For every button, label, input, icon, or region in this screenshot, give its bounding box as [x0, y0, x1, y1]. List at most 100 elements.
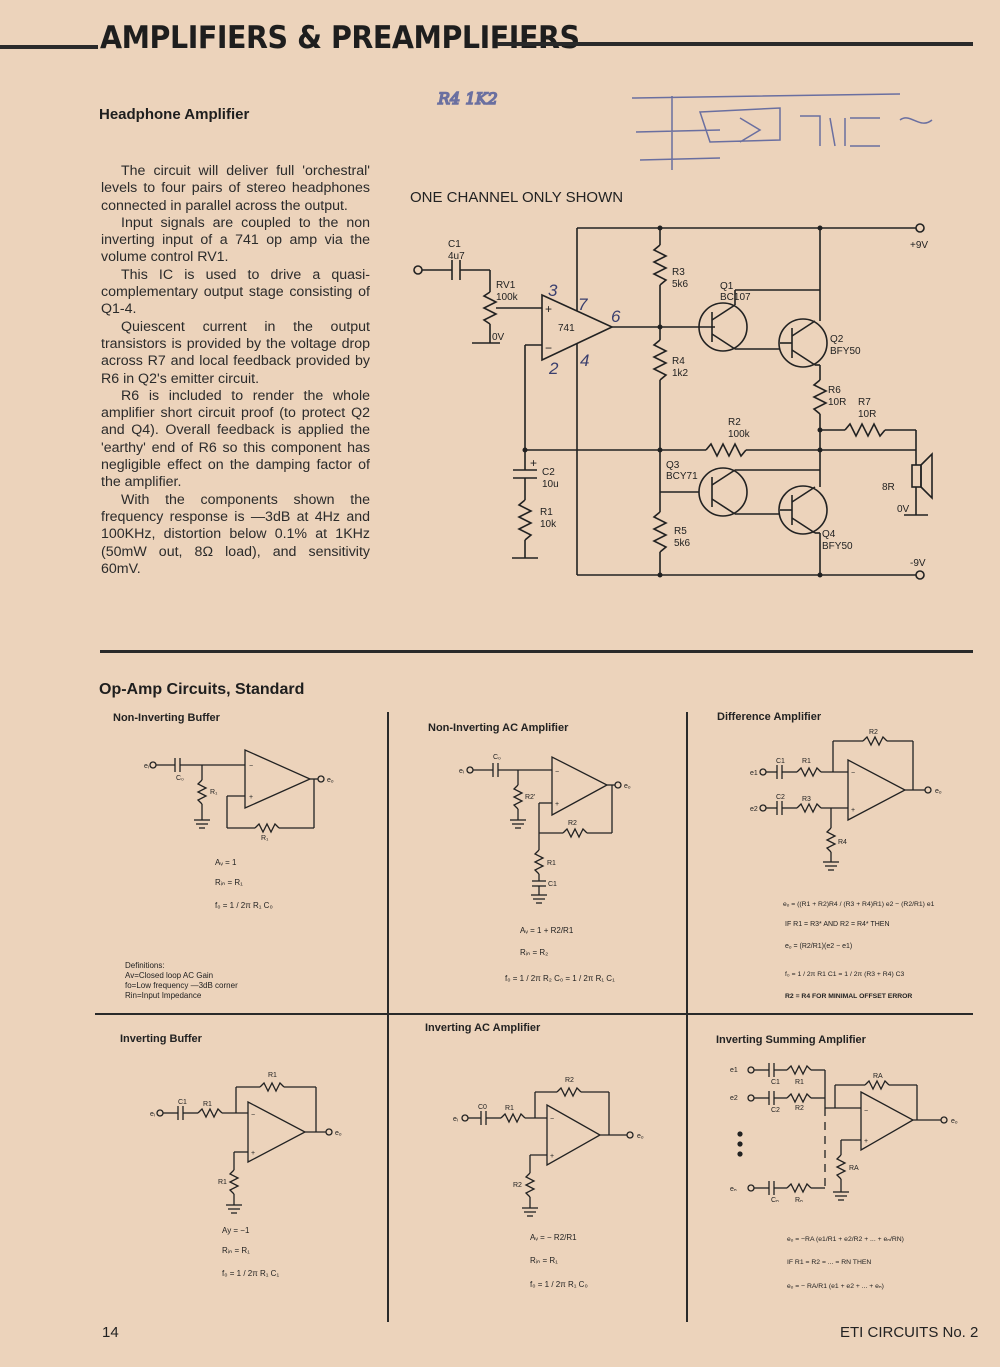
label-r2-feedback: R2: [565, 1077, 574, 1084]
equation: Rᵢₙ = R₁: [222, 1246, 250, 1255]
panel-title-niac: Non-Inverting AC Amplifier: [428, 722, 569, 734]
label-e1: e1: [750, 770, 758, 777]
label-output: eₒ: [335, 1130, 342, 1137]
label-r1-ground: R1: [218, 1179, 227, 1186]
label-c1: C1: [448, 239, 461, 250]
label-output: eₒ: [935, 788, 942, 795]
minus-sign: −: [251, 1112, 255, 1119]
equation: f₀ = 1 / 2π R1 C1 = 1 / 2π (R3 + R4) C3: [785, 971, 905, 978]
equation: Rᵢₙ = R₁: [215, 878, 243, 887]
label-c1-value: 4u7: [448, 251, 465, 262]
plus-sign: +: [864, 1138, 868, 1145]
label-c2: C2: [771, 1107, 780, 1114]
label-r1: R1: [505, 1105, 514, 1112]
handwritten-pin-7: 7: [578, 295, 588, 314]
equation: eₒ = − RA/R1 (e1 + e2 + ... + eₙ): [787, 1283, 884, 1290]
schematic-caption: ONE CHANNEL ONLY SHOWN: [410, 189, 623, 206]
equation: f₀ = 1 / 2π R₁ C₀: [215, 901, 273, 910]
grid-vline-2: [686, 712, 688, 1322]
label-c1: C1: [548, 881, 557, 888]
equation: f₀ = 1 / 2π R₁ C₁: [222, 1269, 279, 1278]
minus-sign: −: [555, 769, 559, 776]
panel-title-isum: Inverting Summing Amplifier: [716, 1034, 866, 1046]
label-q2-type: BFY50: [830, 346, 861, 357]
label-c2: C2: [542, 467, 555, 478]
label-r1: R1: [203, 1101, 212, 1108]
label-ra-feedback: RA: [873, 1073, 883, 1080]
label-r7-value: 10R: [858, 409, 876, 420]
label-r1: R₁: [210, 789, 218, 796]
definitions-line: Rin=Input Impedance: [125, 991, 202, 1000]
label-output: eₒ: [624, 783, 631, 790]
label-e1: e1: [730, 1067, 738, 1074]
label-r2-value: 100k: [728, 429, 751, 440]
panel-title-ib: Inverting Buffer: [120, 1033, 202, 1045]
label-e2: e2: [750, 806, 758, 813]
label-output: eₒ: [327, 777, 334, 784]
label-r4-value: 1k2: [672, 368, 689, 379]
publication-name: ETI CIRCUITS No. 2: [840, 1324, 979, 1341]
definitions-line: fo=Low frequency —3dB corner: [125, 981, 238, 990]
label-r3: R3: [802, 796, 811, 803]
minus-sign: −: [851, 770, 855, 777]
plus-sign: +: [545, 302, 552, 316]
equation: IF R1 = R2 = ... = RN THEN: [787, 1259, 871, 1266]
plus-sign: +: [249, 794, 253, 801]
equation: f₀ = 1 / 2π R₁ C₀: [530, 1280, 588, 1289]
label-q3: Q3: [666, 460, 680, 471]
label-r5: R5: [674, 526, 687, 537]
label-c0: C₀: [176, 775, 184, 782]
page-header-title: AMPLIFIERS & PREAMPLIFIERS: [100, 20, 580, 56]
label-input: eᵢ: [459, 768, 464, 775]
equation: Rᵢₙ = R₁: [530, 1256, 558, 1265]
paragraph: Quiescent current in the output transist…: [101, 318, 370, 387]
handwritten-sketch: R4 1K2: [436, 88, 933, 170]
label-q1-type: BC107: [720, 292, 751, 303]
label-rv1: RV1: [496, 280, 516, 291]
label-r1-feedback: R1: [268, 1072, 277, 1079]
handwritten-pin-3: 3: [548, 281, 558, 300]
page-number: 14: [102, 1324, 119, 1341]
label-r2: R2: [869, 729, 878, 736]
definitions-line: Av=Closed loop AC Gain: [125, 971, 213, 980]
label-r6-value: 10R: [828, 397, 846, 408]
label-input: eᵢ: [144, 763, 149, 770]
schematic-inverting-summing-amplifier: e1 e2 eₙ C1 R1 C2 R2 Cₙ Rₙ RA RA eₒ − + …: [730, 1063, 958, 1290]
label-r2-bias: R2': [525, 794, 535, 801]
label-e2: e2: [730, 1095, 738, 1102]
grid-hline: [95, 1013, 973, 1015]
c2-plus-sign: +: [530, 456, 537, 470]
minus-sign: −: [864, 1108, 868, 1115]
paragraph: With the components shown the frequency …: [101, 491, 370, 577]
label-c1: C1: [776, 758, 785, 765]
label-output: eₒ: [637, 1133, 644, 1140]
label-en: eₙ: [730, 1186, 737, 1193]
label-r7: R7: [858, 397, 871, 408]
label-r1: R1: [547, 860, 556, 867]
panel-title-nib: Non-Inverting Buffer: [113, 712, 220, 724]
paragraph: Input signals are coupled to the non inv…: [101, 214, 370, 266]
label-r2-ground: R2: [513, 1182, 522, 1189]
header-rule-left: [0, 45, 98, 49]
handwritten-note: R4 1K2: [437, 89, 498, 108]
label-r1: R1: [795, 1079, 804, 1086]
label-c0: C0: [478, 1104, 487, 1111]
schematic-difference-amplifier: e1 e2 C1 R1 C2 R3 R2 R4 eₒ − + eₒ = ((R1…: [750, 729, 942, 1000]
label-q1: Q1: [720, 281, 734, 292]
label-minus-9v: -9V: [910, 558, 926, 569]
equation: IF R1 = R3* AND R2 = R4* THEN: [785, 921, 890, 928]
plus-sign: +: [851, 807, 855, 814]
equation: R2 = R4 FOR MINIMAL OFFSET ERROR: [785, 993, 912, 1000]
headphone-title: Headphone Amplifier: [99, 106, 250, 123]
label-r1-feedback: R₁: [261, 835, 269, 842]
label-rv1-value: 100k: [496, 292, 519, 303]
section-divider: [100, 650, 973, 653]
minus-sign: −: [249, 763, 253, 770]
schematic-inverting-buffer: eᵢ C1 R1 R1 R1 eₒ − + Ay = −1 Rᵢₙ = R₁ f…: [150, 1072, 342, 1278]
label-c1: C1: [178, 1099, 187, 1106]
label-cn: Cₙ: [771, 1197, 779, 1204]
plus-sign: +: [555, 801, 559, 808]
equation: eₒ = −RA (e1/R1 + e2/R2 + ... + eₙ/RN): [787, 1236, 904, 1243]
grid-vline-1: [387, 712, 389, 1322]
panel-title-diff: Difference Amplifier: [717, 711, 822, 723]
